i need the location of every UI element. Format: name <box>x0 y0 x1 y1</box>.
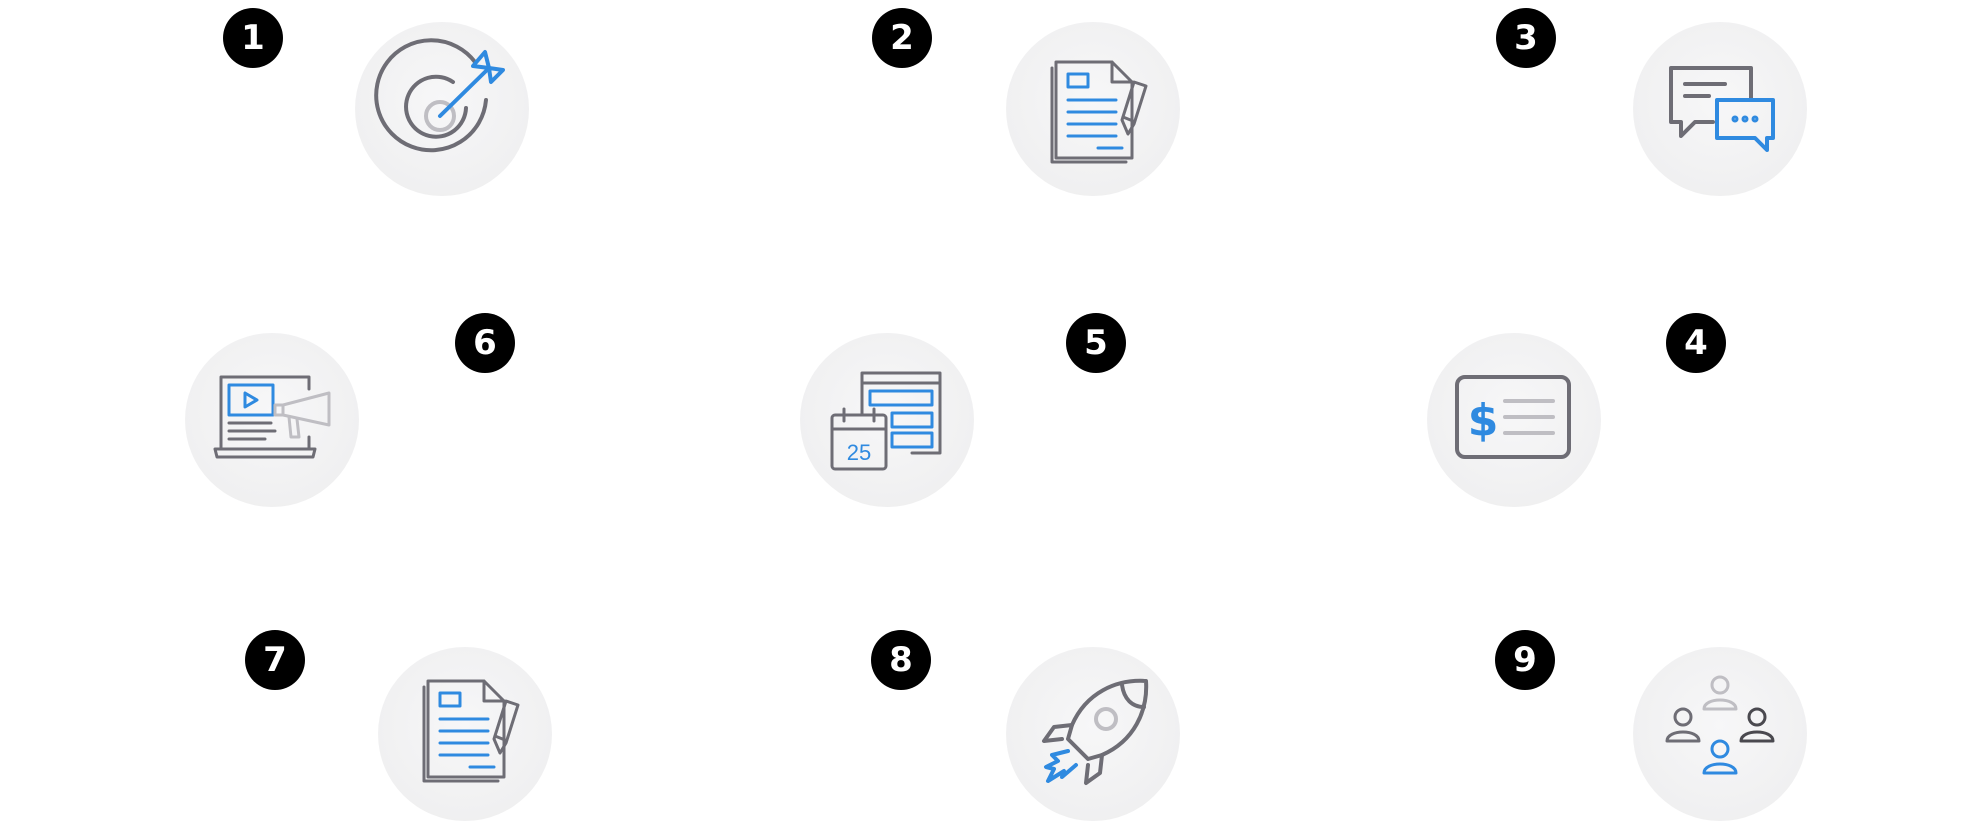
step-1-badge: 1 <box>223 8 283 68</box>
document-pen-icon <box>1050 60 1148 164</box>
step-4-badge: 4 <box>1666 313 1726 373</box>
step-1-icon-disc <box>355 22 529 196</box>
chat-bubbles-icon <box>1669 66 1775 152</box>
step-7-badge: 7 <box>245 630 305 690</box>
step-3-icon-disc <box>1633 22 1807 196</box>
step-7-icon-disc <box>378 647 552 821</box>
document-pen-icon <box>422 679 520 783</box>
step-6-badge: 6 <box>455 313 515 373</box>
step-3-badge: 3 <box>1496 8 1556 68</box>
team-users-icon <box>1665 675 1775 775</box>
step-8-badge: 8 <box>871 630 931 690</box>
target-arrow-icon <box>374 38 505 153</box>
rocket-launch-icon <box>1042 678 1149 785</box>
step-9-badge: 9 <box>1495 630 1555 690</box>
calendar-schedule-icon: 25 <box>830 371 942 471</box>
laptop-video-megaphone-icon <box>213 375 331 459</box>
step-5-icon-disc: 25 <box>800 333 974 507</box>
calendar-day-text: 25 <box>847 440 871 465</box>
step-2-icon-disc <box>1006 22 1180 196</box>
step-6-icon-disc <box>185 333 359 507</box>
step-9-icon-disc <box>1633 647 1807 821</box>
price-card-icon: $ <box>1455 375 1571 459</box>
step-5-badge: 5 <box>1066 313 1126 373</box>
step-4-icon-disc: $ <box>1427 333 1601 507</box>
step-2-badge: 2 <box>872 8 932 68</box>
dollar-sign-icon: $ <box>1468 395 1499 446</box>
step-8-icon-disc <box>1006 647 1180 821</box>
